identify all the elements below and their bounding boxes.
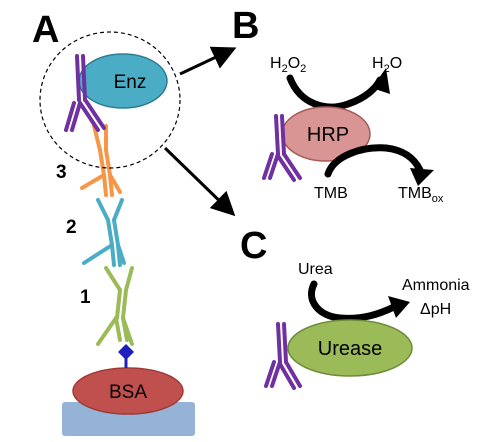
arrowhead-ammonia [388,296,410,318]
linker-diamond [118,344,134,360]
antibody-orange [80,124,122,197]
antibody-purple-b [262,114,302,182]
antibody-purple-c [264,322,302,390]
reactant-urea: Urea [298,261,333,278]
product-ammonia: Ammonia [402,277,470,294]
antibody-purple-a [64,54,106,132]
panel-letter-a: A [32,9,59,51]
zoom-circle [39,31,181,169]
step-label-3: 3 [56,162,67,183]
arrow-urea-to-ammonia [308,280,400,322]
product-tmbox: TMBox [398,185,444,205]
urease-label: Urease [318,338,382,360]
reactant-h2o2: H2O2 [270,55,306,75]
arrow-tmb-to-tmbox [324,144,424,178]
arrowhead-h2o [372,68,390,94]
antibody-green [96,266,134,346]
arrow-h2o2-to-h2o [286,74,384,111]
arrow-to-b [179,46,237,76]
product-delta-ph: ΔpH [420,301,451,318]
bsa-label: BSA [109,382,147,403]
reactant-tmb: TMB [314,185,348,202]
surface-plate [62,402,195,436]
arrowhead-tmbox [410,168,434,186]
hrp-label: HRP [307,124,349,146]
panel-letter-b: B [232,5,259,47]
step-label-2: 2 [66,217,77,238]
step-label-1: 1 [80,287,91,308]
antibody-blue [82,198,126,267]
bsa-ellipse [72,367,184,415]
enz-label: Enz [114,72,147,93]
product-h2o: H2O [372,55,402,75]
urease-ellipse [287,319,413,377]
panel-letter-c: C [240,225,267,267]
arrow-to-c [163,146,236,217]
